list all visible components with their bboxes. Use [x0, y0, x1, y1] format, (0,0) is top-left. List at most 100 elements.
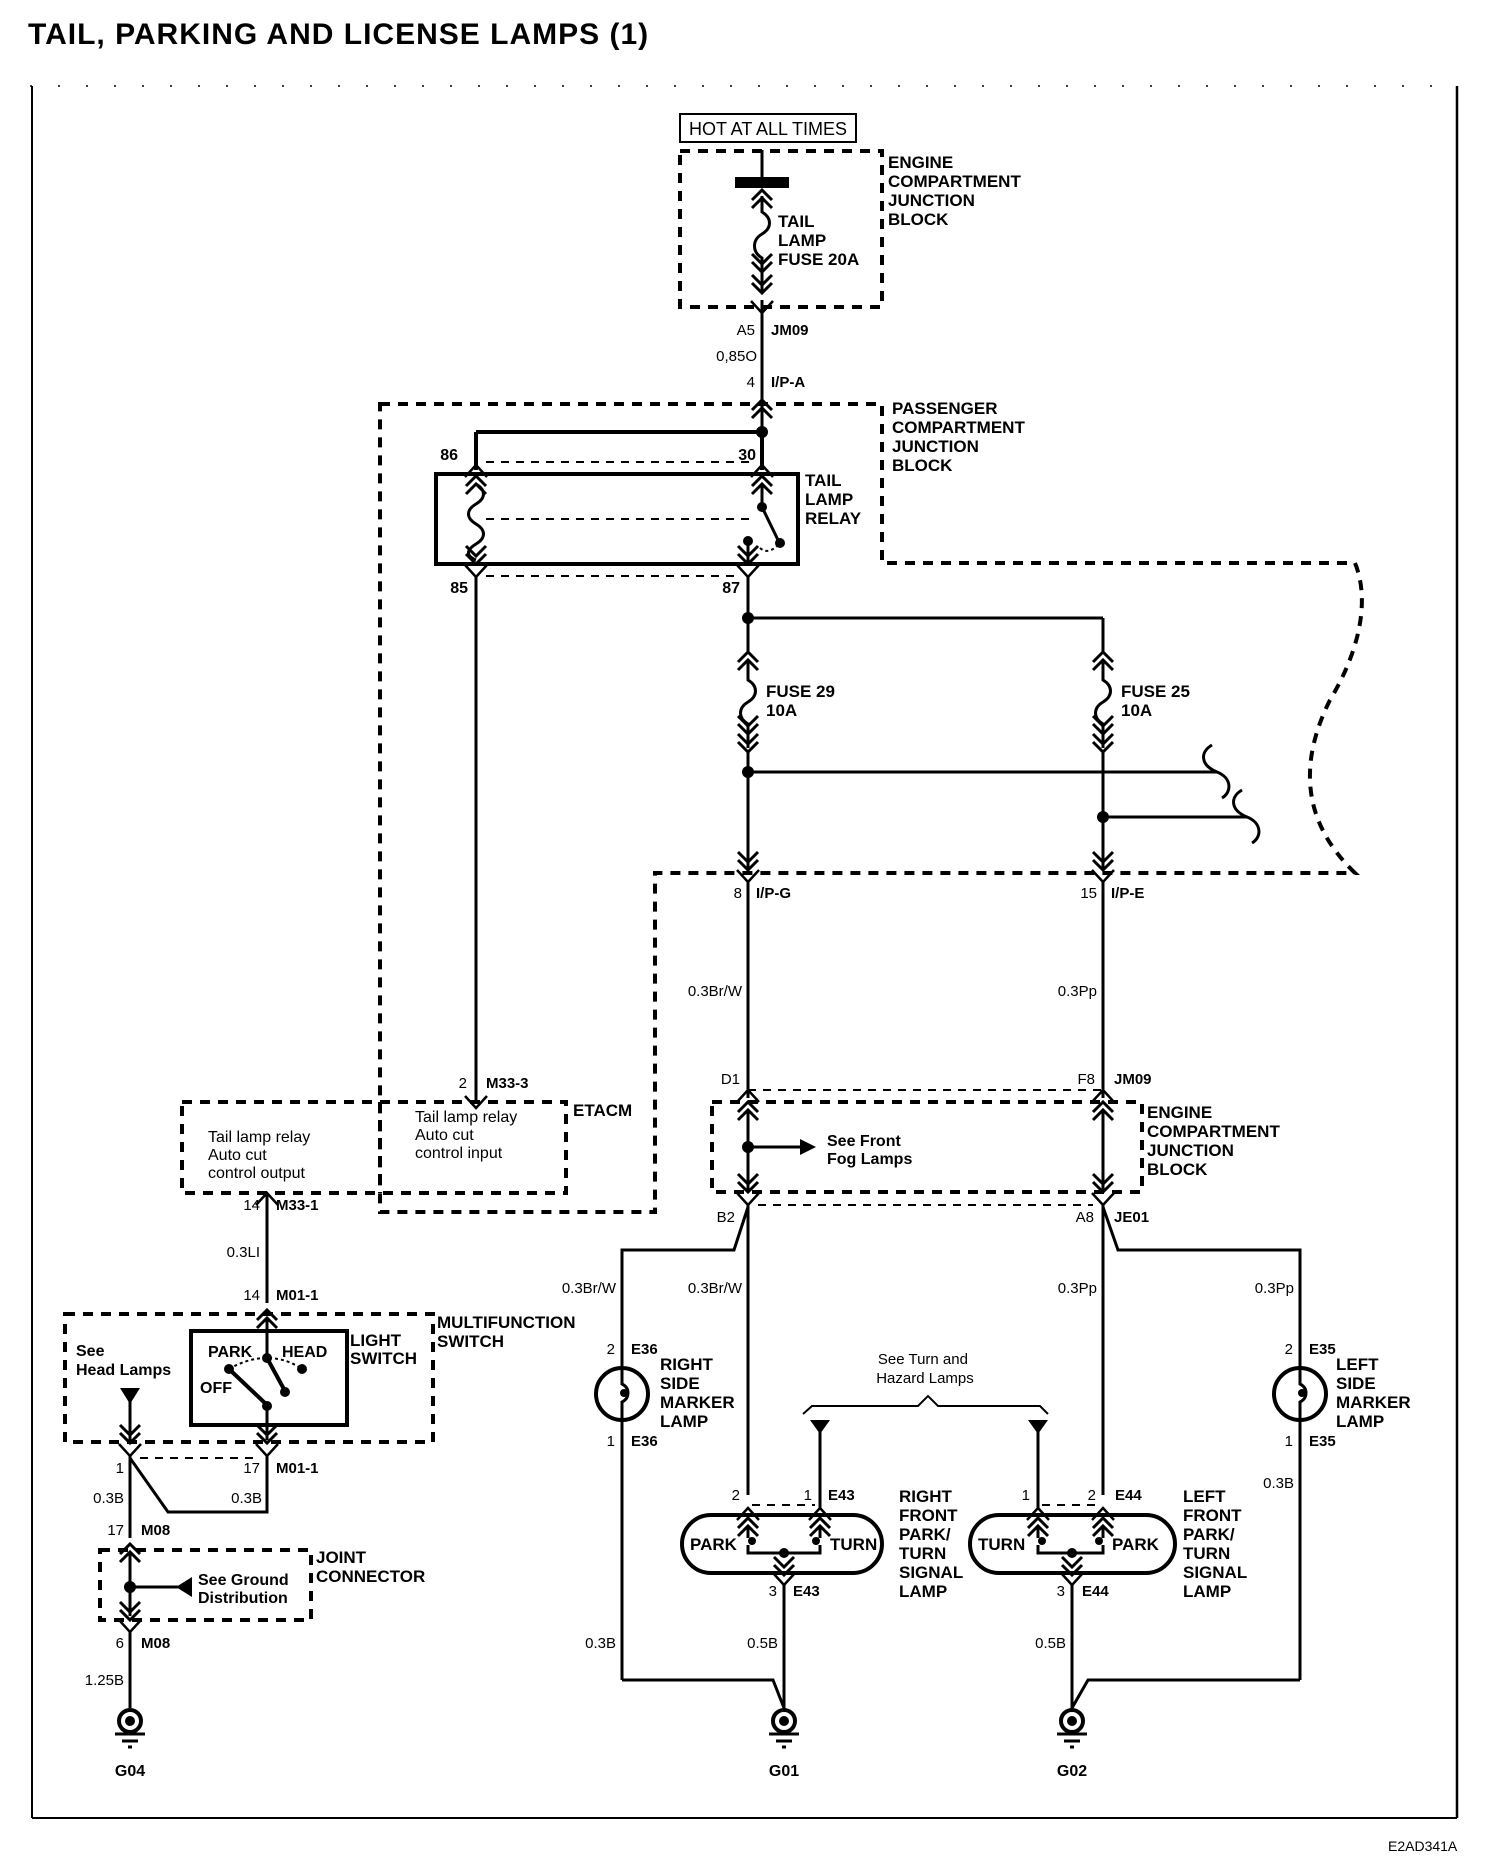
svg-text:LIGHT SWITCH: LIGHT SWITCH — [350, 1331, 417, 1368]
lf-label: LAMP — [1183, 1582, 1231, 1601]
wire-label: 0.3B — [1263, 1475, 1294, 1492]
svg-text:3: 3 — [769, 1583, 777, 1600]
svg-text:ENGINE COMPARTMENT: ENGINE COMPARTMENT JUNCTION BLOCK — [888, 153, 1026, 229]
relay-pin: 30 — [738, 447, 756, 464]
ejb-top-line: JUNCTION — [888, 191, 975, 210]
svg-text:1: 1 — [607, 1433, 615, 1450]
svg-text:G01: G01 — [769, 1763, 799, 1780]
svg-text:14: 14 — [243, 1197, 260, 1214]
relay-pin: 87 — [722, 580, 740, 597]
svg-text:Tail lamp relay Auto cut: Tail lamp relay Auto cut control input — [415, 1109, 522, 1162]
rf-label: FRONT — [899, 1506, 958, 1525]
svg-text:LEFT FRONT PARK/: LEFT FRONT PARK/ TURN SIGNAL LAMP — [1183, 1487, 1252, 1601]
tail-lamp-fuse: TAIL LAMP FUSE 20A — [750, 188, 859, 295]
relay-pin: 86 — [440, 447, 458, 464]
rsm-label: SIDE — [660, 1374, 700, 1393]
lf-label: LEFT — [1183, 1487, 1226, 1506]
wire-label: 0.3Pp — [1058, 983, 1097, 1000]
etacm-output: Auto cut — [208, 1147, 267, 1164]
fuse25-label: FUSE 25 — [1121, 682, 1190, 701]
svg-text:FUSE 25 10A: FUSE 25 10A — [1121, 682, 1195, 720]
connector-pin: 17 — [243, 1460, 260, 1477]
engine-junction-block-bottom: See Front Fog Lamps ENGINE COMPARTMENT J… — [710, 1088, 1280, 1207]
svg-text:PARK: PARK — [1112, 1535, 1160, 1554]
rsm-label: RIGHT — [660, 1355, 714, 1374]
connector-pin: A8 — [1076, 1209, 1094, 1226]
svg-text:E43: E43 — [793, 1583, 820, 1600]
etacm-output: Tail lamp relay — [208, 1129, 310, 1146]
connector-pin: F8 — [1077, 1071, 1095, 1088]
engine-junction-block-top: ENGINE COMPARTMENT JUNCTION BLOCK — [678, 149, 1026, 309]
svg-text:G02: G02 — [1057, 1763, 1087, 1780]
rf-label: LAMP — [899, 1582, 947, 1601]
svg-text:TURN: TURN — [978, 1535, 1025, 1554]
svg-text:HEAD: HEAD — [282, 1344, 327, 1361]
ejb-top-line: BLOCK — [888, 210, 949, 229]
right-front-park-turn-lamp: 2 1 E43 PARK TURN 3 E43 RIGHT FRONT PARK… — [680, 1487, 968, 1718]
svg-text:E35: E35 — [1309, 1433, 1336, 1450]
frame — [30, 85, 1459, 1819]
lf-label: SIGNAL — [1183, 1563, 1247, 1582]
fuse-branch — [742, 577, 1105, 652]
svg-text:PASSENGER COMPARTMENT: PASSENGER COMPARTMENT JUNCTION BLOCK — [892, 399, 1030, 475]
svg-text:2: 2 — [607, 1341, 615, 1358]
rsm-label: LAMP — [660, 1412, 708, 1431]
relay-label: LAMP — [805, 490, 853, 509]
svg-text:RIGHT FRONT PARK/: RIGHT FRONT PARK/ TURN SIGNAL LAMP — [899, 1487, 968, 1601]
svg-text:1: 1 — [1285, 1433, 1293, 1450]
tail-lamp-relay: 86 30 85 87 TAIL LAMP RELAY — [434, 426, 862, 597]
ejb-bottom-line: ENGINE — [1147, 1103, 1212, 1122]
right-side-marker-lamp: 2 E36 1 E36 RIGHT SIDE MARKER LAMP — [594, 1341, 735, 1680]
connector-pin: 4 — [747, 374, 755, 391]
wire-label: 0,85O — [716, 348, 757, 365]
fuse-outputs — [735, 743, 1261, 884]
svg-text:FUSE 29 10A: FUSE 29 10A — [766, 682, 840, 720]
pjb-line: PASSENGER — [892, 399, 998, 418]
ground-g04: G04 — [113, 1708, 147, 1780]
wire-label: 0.5B — [747, 1635, 778, 1652]
rf-label: PARK/ — [899, 1525, 951, 1544]
wire-label: 0.3Br/W — [688, 1280, 743, 1297]
hot-label: HOT AT ALL TIMES — [689, 119, 847, 139]
fuse29-label: FUSE 29 — [766, 682, 835, 701]
lsm-label: SIDE — [1336, 1374, 1376, 1393]
fuse-25: FUSE 25 10A — [1091, 650, 1195, 754]
wire-label: 0.3Br/W — [688, 983, 743, 1000]
etacm-output: control output — [208, 1165, 306, 1182]
ejb-bottom-line: JUNCTION — [1147, 1141, 1234, 1160]
svg-text:TAIL LAMP RELAY: TAIL LAMP RELAY — [805, 471, 862, 528]
ejb-top-line: COMPARTMENT — [888, 172, 1021, 191]
svg-text:PARK: PARK — [208, 1344, 253, 1361]
svg-text:JOINT CONNECTOR: JOINT CONNECTOR — [316, 1548, 425, 1586]
connector-pin: 1 — [116, 1460, 124, 1477]
svg-text:3: 3 — [1057, 1583, 1065, 1600]
svg-text:See Head Lamps: See Head Lamps — [76, 1343, 171, 1379]
rf-label: TURN — [899, 1544, 946, 1563]
fuse-label: LAMP — [778, 231, 826, 250]
wire-label: 1.25B — [85, 1672, 124, 1689]
fuse-29: FUSE 29 10A — [736, 650, 840, 754]
svg-text:E43: E43 — [828, 1487, 855, 1504]
pjb-line: JUNCTION — [892, 437, 979, 456]
svg-text:See Front Fog Lamps: See Front Fog Lamps — [827, 1133, 912, 1168]
multifunction-switch: MULTIFUNCTION SWITCH See Head Lamps LIGH… — [63, 1308, 576, 1459]
wire-label: 0.3Pp — [1255, 1280, 1294, 1297]
lf-label: TURN — [1183, 1544, 1230, 1563]
lf-label: FRONT — [1183, 1506, 1242, 1525]
relay-pin: 85 — [450, 580, 468, 597]
connector-pin: D1 — [721, 1071, 740, 1088]
connector-pin: B2 — [717, 1209, 735, 1226]
svg-text:2: 2 — [459, 1075, 467, 1092]
connector-name: I/P-E — [1111, 885, 1144, 902]
svg-text:ETACM: ETACM — [573, 1101, 632, 1120]
svg-text:E44: E44 — [1082, 1583, 1109, 1600]
svg-text:TURN: TURN — [830, 1535, 877, 1554]
connector-name: JM09 — [771, 322, 809, 339]
svg-text:OFF: OFF — [200, 1380, 232, 1397]
ground-g02: G02 — [1055, 1708, 1089, 1780]
lsm-label: LEFT — [1336, 1355, 1379, 1374]
connector-name: M01-1 — [276, 1460, 319, 1477]
wire-label: 0.3Br/W — [562, 1280, 617, 1297]
joint-connector: See Ground Distribution JOINT CONNECTOR — [98, 1542, 425, 1634]
